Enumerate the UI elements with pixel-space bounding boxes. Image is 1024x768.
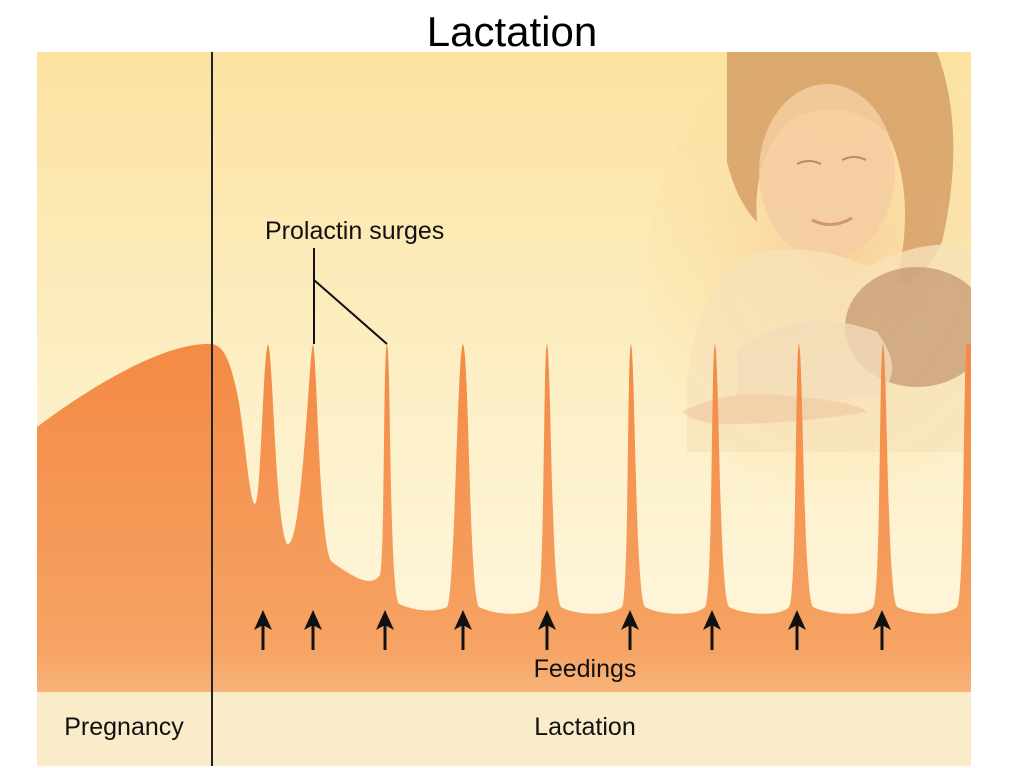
timeline-band <box>37 692 971 766</box>
feeding-arrow <box>788 610 806 650</box>
feedings-label: Feedings <box>534 655 637 683</box>
lactation-diagram: Prolactin surges Feedings Pregnancy Lact… <box>37 52 971 766</box>
lactation-figure: Prolactin surges Feedings Pregnancy Lact… <box>37 52 971 766</box>
feeding-arrow <box>376 610 394 650</box>
baseline-band <box>37 652 971 692</box>
feeding-arrows <box>254 610 891 650</box>
feeding-arrow <box>304 610 322 650</box>
feeding-arrow <box>254 610 272 650</box>
prolactin-curve <box>37 343 971 692</box>
prolactin-surges-leader-lines <box>313 248 388 345</box>
feeding-arrow <box>703 610 721 650</box>
mother-breastfeeding-infant-illustration <box>647 52 971 502</box>
slide-title: Lactation <box>426 8 598 55</box>
feeding-arrow <box>454 610 472 650</box>
feeding-arrow <box>538 610 556 650</box>
phase-label-lactation: Lactation <box>534 713 635 741</box>
phase-label-pregnancy: Pregnancy <box>64 713 184 741</box>
feeding-arrow <box>873 610 891 650</box>
feeding-arrow <box>621 610 639 650</box>
prolactin-surges-label: Prolactin surges <box>265 217 444 245</box>
